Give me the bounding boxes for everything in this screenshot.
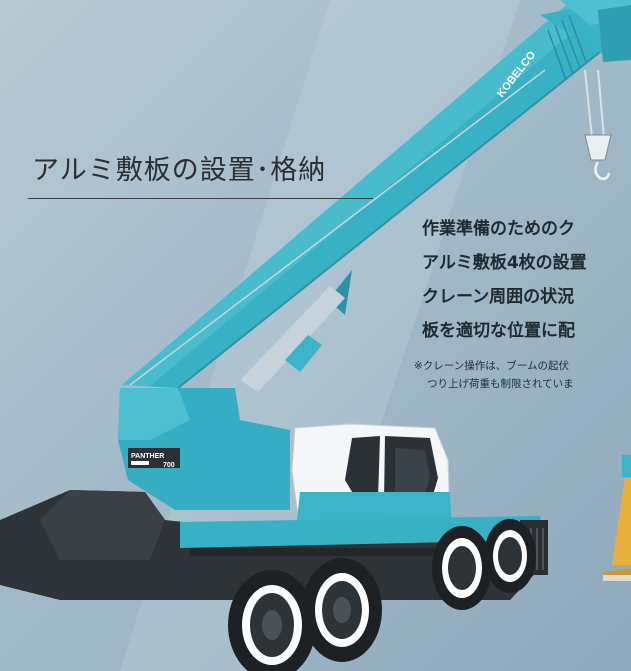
description-line: 作業準備のためのク [422, 219, 575, 239]
title-divider [28, 198, 373, 199]
page-title: アルミ敷板の設置･格納 [32, 155, 327, 186]
note-line: つり上げ荷重も制限されていま [427, 378, 574, 390]
description-text: 作業準備のためのク アルミ敷板4枚の設置 クレーン周囲の状況 板を適切な位置に配 [422, 212, 631, 348]
turret: PANTHER 700 [118, 388, 290, 510]
operator-cab [291, 423, 452, 531]
model-number-label: 700 [163, 462, 175, 469]
boom: KOBELCO [122, 0, 631, 389]
model-name-label: PANTHER [131, 453, 164, 460]
note-line: ※クレーン操作は、ブームの起伏 [414, 360, 569, 372]
description-line: クレーン周囲の状況 [422, 287, 575, 307]
hook-icon [584, 69, 612, 181]
wheels [228, 519, 536, 671]
boom-cylinder [240, 286, 345, 392]
description-line: 板を適切な位置に配 [422, 321, 575, 341]
outrigger [603, 455, 631, 582]
note-text: ※クレーン操作は、ブームの起伏 つり上げ荷重も制限されていま [414, 357, 631, 393]
description-line: アルミ敷板4枚の設置 [422, 253, 587, 273]
